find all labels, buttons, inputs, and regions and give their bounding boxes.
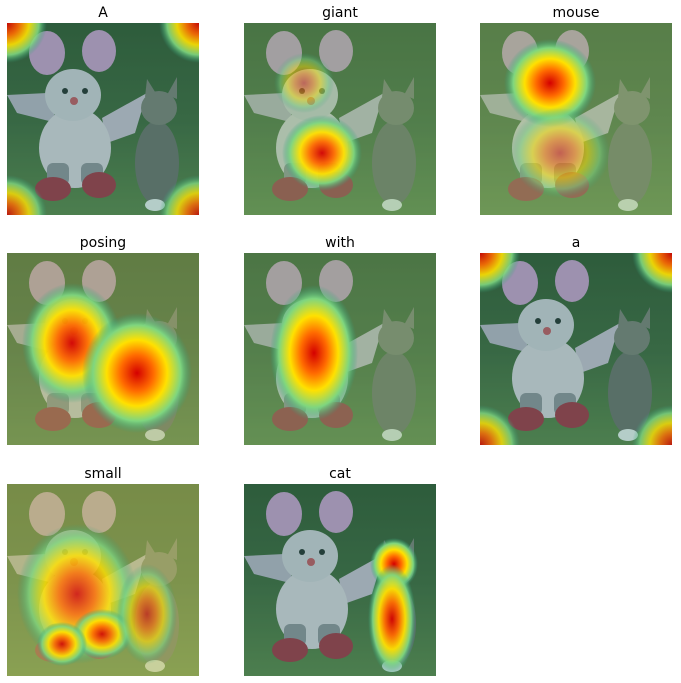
- attention-map-small: [7, 484, 199, 676]
- panel-title-4: posing: [79, 235, 127, 251]
- attention-map-mouse: [480, 23, 672, 215]
- attention-map-with: [244, 253, 436, 445]
- panel-title-1: A: [98, 5, 108, 21]
- attention-map-a: [7, 23, 199, 215]
- attention-map-posing: [7, 253, 199, 445]
- panel-title-7: small: [84, 466, 122, 482]
- panel-title-3: mouse: [552, 5, 600, 21]
- attention-map-cat: [244, 484, 436, 676]
- panel-title-5: with: [325, 235, 355, 251]
- panel-title-6: a: [571, 235, 581, 251]
- attention-map-giant: [244, 23, 436, 215]
- panel-title-2: giant: [322, 5, 358, 21]
- panel-title-8: cat: [329, 466, 351, 482]
- attention-map-a-2: [480, 253, 672, 445]
